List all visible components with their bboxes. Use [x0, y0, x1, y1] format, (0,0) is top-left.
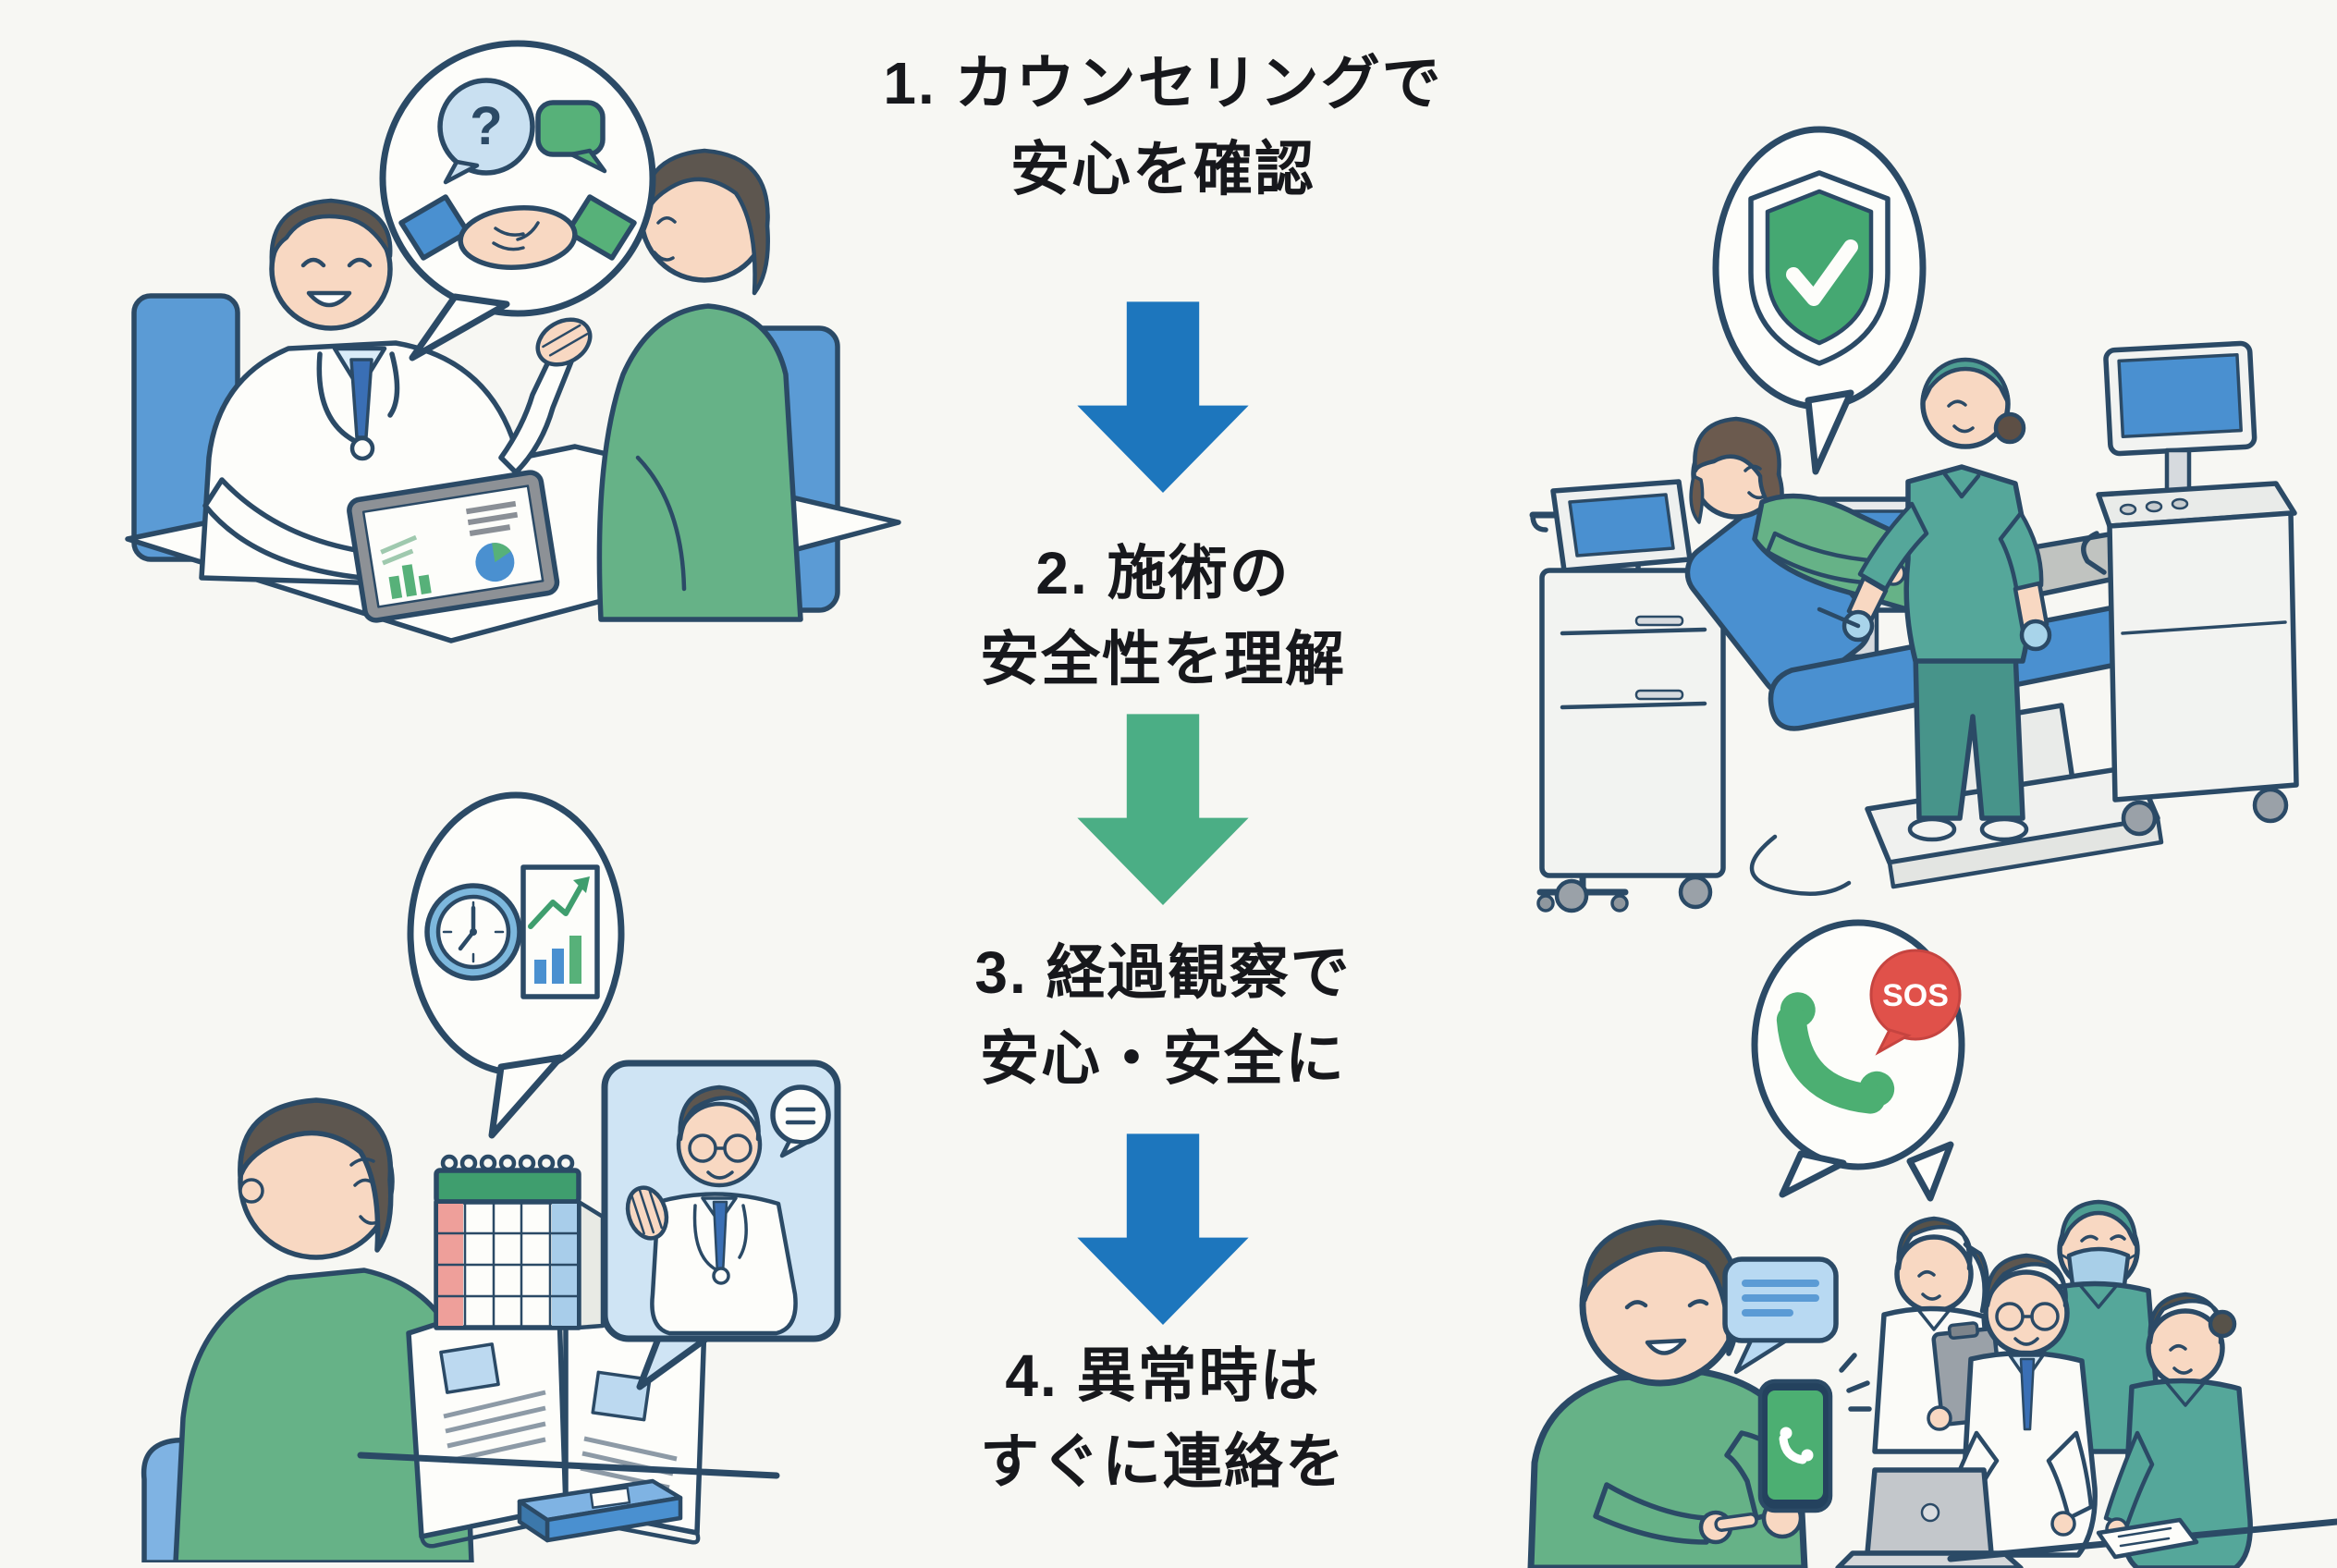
scene-followup [141, 791, 841, 1562]
step-2-line-1: 2. 施術の [1035, 540, 1291, 606]
monitor-screen [2117, 352, 2243, 439]
sos-label: SOS [1882, 978, 1949, 1013]
scene-emergency: SOS [1527, 919, 2337, 1568]
surgical-cap [1920, 357, 2011, 405]
down-arrow-icon [1077, 301, 1249, 494]
patient-hair [641, 148, 770, 296]
step-1-heading: 1. カウンセリングで 安心を確認 [738, 41, 1588, 213]
sos-speech-bubble: SOS [1751, 919, 1965, 1202]
staff-doctor-laptop [1940, 1253, 2098, 1558]
step-2-line-2: 安全性を理解 [980, 625, 1346, 692]
doctor-chat-icon [770, 1084, 831, 1158]
handshake-icon [398, 194, 637, 270]
video-call-window [601, 1060, 841, 1390]
stethoscope-icon [316, 351, 361, 446]
floor-cable [1749, 834, 1852, 897]
medical-glove [2019, 619, 2052, 652]
flow-arrow-2 [1077, 714, 1249, 906]
sos-badge-icon: SOS [1869, 949, 1962, 1056]
flow-arrow-1 [1077, 301, 1249, 494]
desk-edge [357, 1452, 780, 1479]
alert-lines [1839, 1353, 1872, 1412]
patient-reading [173, 1097, 662, 1562]
papers [2096, 1517, 2199, 1560]
monitor-cart-right [2081, 340, 2299, 837]
step-4-line-1: 4. 異常時は [1005, 1342, 1321, 1409]
surgical-cap [2059, 1199, 2138, 1247]
tablet-charts-icon [347, 470, 560, 623]
question-bubble-icon [437, 78, 535, 176]
pointing-finger [1714, 1513, 1758, 1532]
step-3-line-2: 安心・安全に [980, 1024, 1346, 1092]
patient-phone [1527, 1219, 1872, 1568]
staff-assistant [2103, 1292, 2253, 1568]
patient-hair [1582, 1219, 1740, 1356]
notebook [517, 1478, 683, 1543]
growth-chart-icon [520, 864, 600, 999]
step-1-line-2: 安心を確認 [1010, 135, 1315, 202]
step-3-line-1: 3. 経過観察で [974, 939, 1352, 1006]
step-2-heading: 2. 施術の 安全性を理解 [738, 531, 1588, 703]
flow-arrow-3 [1077, 1133, 1249, 1326]
step-4-line-2: すぐに連絡を [980, 1427, 1346, 1495]
step-3-heading: 3. 経過観察で 安心・安全に [738, 930, 1588, 1102]
scene-treatment [1529, 126, 2299, 913]
down-arrow-icon [1077, 714, 1249, 906]
nurse [1817, 357, 2052, 842]
bar-chart-icon [388, 575, 403, 599]
monitor-cart-left [1539, 479, 1726, 913]
safety-speech-bubble [1712, 126, 1927, 475]
message-bubble-icon [1722, 1256, 1839, 1375]
question-mark: ? [470, 96, 502, 156]
step-4-heading: 4. 異常時は すぐに連絡を [738, 1333, 1588, 1505]
doctor-hair [269, 198, 393, 266]
calendar-icon [434, 1154, 606, 1330]
progress-speech-bubble [407, 791, 625, 1139]
down-arrow-icon [1077, 1133, 1249, 1326]
step-1-line-1: 1. カウンセリングで [883, 50, 1443, 116]
counseling-speech-bubble: ? [379, 40, 656, 361]
smartphone-icon [1757, 1378, 1833, 1513]
medical-team [1835, 1199, 2337, 1568]
scene-counseling: ? [125, 40, 901, 643]
clock-icon [424, 883, 522, 981]
shield-check-icon [1748, 170, 1890, 366]
phone-call-icon [1776, 992, 1895, 1114]
patient-seated [596, 148, 803, 622]
device-screen [1568, 493, 1675, 557]
reader-hair [238, 1097, 394, 1253]
chat-icon [535, 100, 606, 157]
